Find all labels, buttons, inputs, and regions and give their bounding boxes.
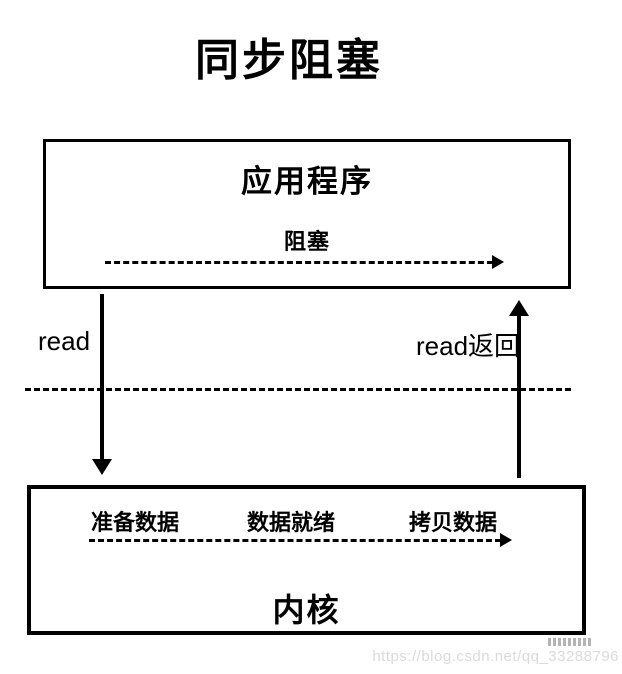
kernel-box: 准备数据 数据就绪 拷贝数据 内核 bbox=[27, 485, 586, 635]
read-return-arrow-shaft bbox=[517, 315, 521, 478]
stage-copy-data-label: 拷贝数据 bbox=[409, 510, 498, 535]
stage-prepare-data-label: 准备数据 bbox=[91, 510, 180, 535]
read-call-label: read bbox=[38, 326, 91, 356]
read-call-arrow-shaft bbox=[100, 294, 104, 460]
blocking-dashed-arrow bbox=[105, 255, 504, 269]
blocking-label: 阻塞 bbox=[283, 229, 330, 254]
tiny-watermark-smudge bbox=[548, 638, 592, 646]
read-return-label: read返回 bbox=[416, 331, 521, 361]
application-box-title: 应用程序 bbox=[241, 164, 373, 199]
user-kernel-boundary-line bbox=[25, 388, 571, 391]
kernel-stages-dashed-arrow bbox=[89, 533, 512, 547]
application-box: 应用程序 阻塞 bbox=[43, 139, 571, 289]
arrow-down-icon bbox=[92, 459, 112, 475]
watermark-url: https://blog.csdn.net/qq_33288796 bbox=[372, 648, 619, 665]
kernel-box-title: 内核 bbox=[272, 592, 341, 628]
stage-data-ready-label: 数据就绪 bbox=[247, 510, 336, 535]
arrow-right-icon bbox=[500, 533, 512, 547]
arrow-up-icon bbox=[509, 300, 529, 316]
arrow-right-icon bbox=[492, 255, 504, 269]
diagram-title: 同步阻塞 bbox=[195, 36, 383, 85]
